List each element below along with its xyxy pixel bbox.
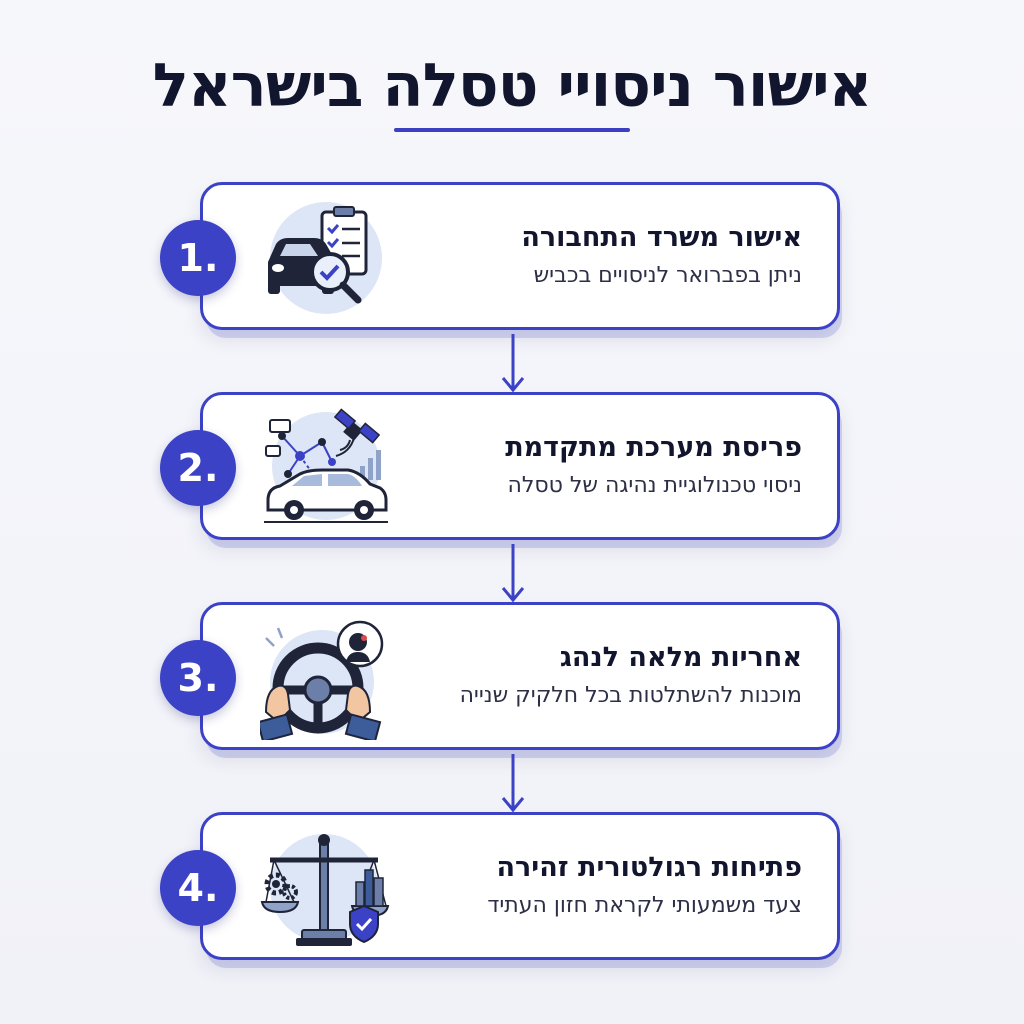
arrow-down-icon — [501, 334, 525, 393]
steering-wheel-hands-icon — [260, 620, 384, 740]
step-1: 1. אישור משרד התחבורה ניתן בפברואר לניסו… — [160, 182, 850, 342]
step-subtext: ניתן בפברואר לניסויים בכביש — [533, 263, 802, 288]
step-2: 2. פריסת מערכת מתקדמת — [160, 392, 850, 552]
connected-car-satellite-icon — [264, 408, 388, 523]
step-3: 3. אחריות מלאה לנהג מוכנות להשתלטות בכל … — [160, 602, 850, 762]
balance-scale-icon — [260, 834, 390, 946]
step-text: אישור משרד התחבורה ניתן בפברואר לניסויים… — [442, 220, 802, 292]
step-text: פתיחות רגולטורית זהירה צעד משמעותי לקראת… — [442, 850, 802, 922]
step-text: פריסת מערכת מתקדמת ניסוי טכנולוגיית נהיג… — [442, 430, 802, 502]
page-title: אישור ניסויי טסלה בישראל — [152, 51, 873, 121]
step-heading: אישור משרד התחבורה — [521, 222, 802, 253]
step-subtext: מוכנות להשתלטות בכל חלקיק שנייה — [459, 683, 802, 708]
step-number-badge: 1. — [160, 220, 236, 296]
step-heading: פריסת מערכת מתקדמת — [505, 432, 802, 463]
step-subtext: צעד משמעותי לקראת חזון העתיד — [487, 893, 802, 918]
title-underline — [394, 128, 630, 132]
step-4: 4. פתיחות רגולטורית זהירה צעד משמעותי לק… — [160, 812, 850, 972]
arrow-down-icon — [501, 754, 525, 813]
step-number-badge: 4. — [160, 850, 236, 926]
step-subtext: ניסוי טכנולוגיית נהיגה של טסלה — [507, 473, 802, 498]
arrow-down-icon — [501, 544, 525, 603]
step-heading: אחריות מלאה לנהג — [559, 642, 802, 673]
step-number-badge: 3. — [160, 640, 236, 716]
car-inspection-icon — [268, 202, 382, 314]
step-number-badge: 2. — [160, 430, 236, 506]
step-text: אחריות מלאה לנהג מוכנות להשתלטות בכל חלק… — [442, 640, 802, 712]
step-heading: פתיחות רגולטורית זהירה — [496, 852, 802, 883]
